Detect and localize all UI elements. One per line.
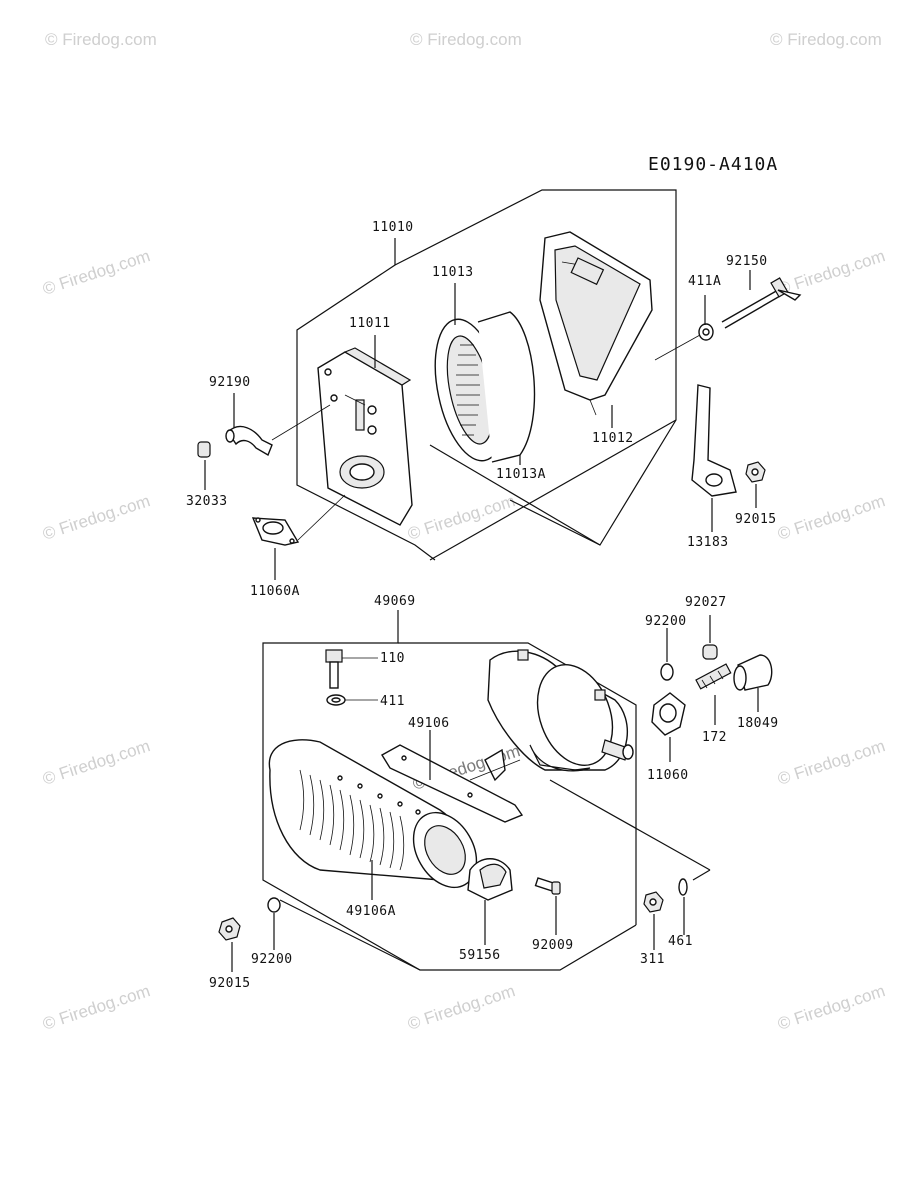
- label-311: 311: [640, 952, 665, 967]
- label-11011: 11011: [349, 316, 391, 331]
- label-172: 172: [702, 730, 727, 745]
- washer-92200-lower: [267, 897, 281, 913]
- watermark: © Firedog.com: [775, 491, 887, 544]
- label-11060A: 11060A: [250, 584, 300, 599]
- air-cleaner-cover-11012: [539, 231, 653, 416]
- label-92015-upper: 92015: [735, 512, 777, 527]
- lower-leader-lines: [231, 615, 759, 972]
- screw-92009: [534, 877, 561, 895]
- upper-leader-lines: [204, 270, 757, 580]
- watermark: © Firedog.com: [775, 246, 887, 299]
- wing-bolt-92150: [654, 277, 802, 361]
- exhaust-guard-59156: [467, 858, 513, 901]
- label-92015-lower: 92015: [209, 976, 251, 991]
- label-49069: 49069: [374, 594, 416, 609]
- spark-arrester-18049: [733, 654, 773, 691]
- stud-172: [695, 663, 732, 690]
- label-11060: 11060: [647, 768, 689, 783]
- label-49106: 49106: [408, 716, 450, 731]
- label-110: 110: [380, 651, 405, 666]
- diagram-code: E0190-A410A: [648, 154, 778, 175]
- muffler-bracket-49106: [381, 744, 524, 823]
- label-92150: 92150: [726, 254, 768, 269]
- watermark: © Firedog.com: [775, 981, 887, 1034]
- nut-92015-lower: [218, 917, 241, 941]
- label-92200-upper: 92200: [645, 614, 687, 629]
- label-411: 411: [380, 694, 405, 709]
- watermark: © Firedog.com: [45, 30, 157, 49]
- collar-92027: [702, 644, 718, 660]
- label-11013: 11013: [432, 265, 474, 280]
- watermark: © Firedog.com: [770, 30, 882, 49]
- breather-hose-92190: [225, 404, 331, 457]
- bolt-110: [325, 649, 378, 689]
- watermark: © Firedog.com: [40, 491, 152, 544]
- gasket-11060A: [251, 494, 346, 546]
- part-labels: 11010 11013 11011 92150 411A 92190 11012…: [186, 220, 779, 991]
- label-32033: 32033: [186, 494, 228, 509]
- air-cleaner-base-11011: [317, 347, 413, 526]
- label-92200-lower: 92200: [251, 952, 293, 967]
- label-18049: 18049: [737, 716, 779, 731]
- watermark: © Firedog.com: [410, 30, 522, 49]
- watermark: © Firedog.com: [40, 981, 152, 1034]
- air-filter-element-11013: [434, 311, 536, 463]
- watermark: © Firedog.com: [405, 491, 517, 544]
- washer-411A: [698, 323, 714, 341]
- nut-311: [643, 891, 664, 913]
- clamp-32033: [197, 441, 211, 458]
- muffler-cover-49106A: [268, 739, 478, 889]
- label-11012: 11012: [592, 431, 634, 446]
- label-411A: 411A: [688, 274, 721, 289]
- bracket-13183: [691, 384, 737, 497]
- watermark: © Firedog.com: [40, 736, 152, 789]
- label-11013A: 11013A: [496, 467, 546, 482]
- nut-92015-upper: [745, 461, 766, 483]
- watermark: © Firedog.com: [40, 246, 152, 299]
- label-461: 461: [668, 934, 693, 949]
- muffler-body: [484, 649, 634, 782]
- label-11010: 11010: [372, 220, 414, 235]
- washer-92200-upper: [660, 663, 674, 681]
- label-92027: 92027: [685, 595, 727, 610]
- label-92009: 92009: [532, 938, 574, 953]
- label-59156: 59156: [459, 948, 501, 963]
- assembly-outline-11010: [296, 189, 677, 561]
- label-92190: 92190: [209, 375, 251, 390]
- label-49106A: 49106A: [346, 904, 396, 919]
- watermark: © Firedog.com: [405, 981, 517, 1034]
- label-13183: 13183: [687, 535, 729, 550]
- gasket-11060: [651, 692, 686, 736]
- lock-washer-461: [678, 878, 688, 896]
- watermark: © Firedog.com: [775, 736, 887, 789]
- washer-411: [326, 694, 378, 706]
